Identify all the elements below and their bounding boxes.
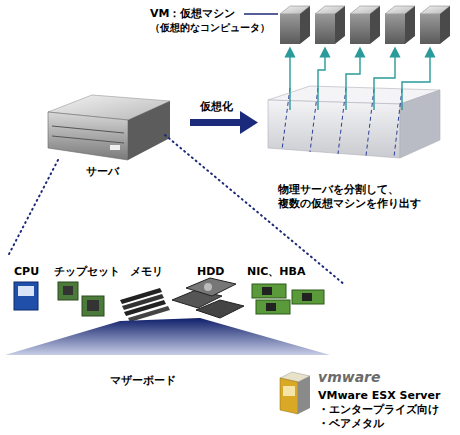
product-note: ・ベアメタル [318,417,384,431]
memory-icon [120,288,170,322]
vm-leader [244,13,278,15]
product-name: VMware ESX Server [318,389,440,403]
server-icon [48,95,170,160]
part-label: NIC、HBA [247,265,305,279]
zoom-leaders [8,135,345,285]
cpu-icon [14,282,38,310]
part-label: CPU [14,265,39,279]
part-label: メモリ [130,265,163,279]
server-label: サーバ [86,165,119,179]
board-label: マザーボード [110,374,176,388]
vm-label: VM：仮想マシン [150,7,235,21]
brand-logo: vmware [318,369,381,387]
virtual-server [268,86,440,158]
product-note: ・エンタープライズ向け [318,403,439,417]
note-text: 物理サーバを分割して、 複数の仮想マシンを作り出す [278,183,453,211]
vm-boxes [280,6,450,44]
motherboard-band [5,318,330,355]
part-label: HDD [197,265,224,279]
part-label: チップセット [54,265,120,279]
hdd-icon [172,278,244,318]
vm-split-arrows [290,52,430,110]
nic-hba-icon [252,284,324,314]
chipset-icon [58,282,104,316]
vmware-box-icon [280,372,310,414]
vm-label-note: （仮想的なコンピュータ） [150,22,270,35]
virtualize-arrow [190,111,258,134]
arrow-label: 仮想化 [200,100,233,114]
